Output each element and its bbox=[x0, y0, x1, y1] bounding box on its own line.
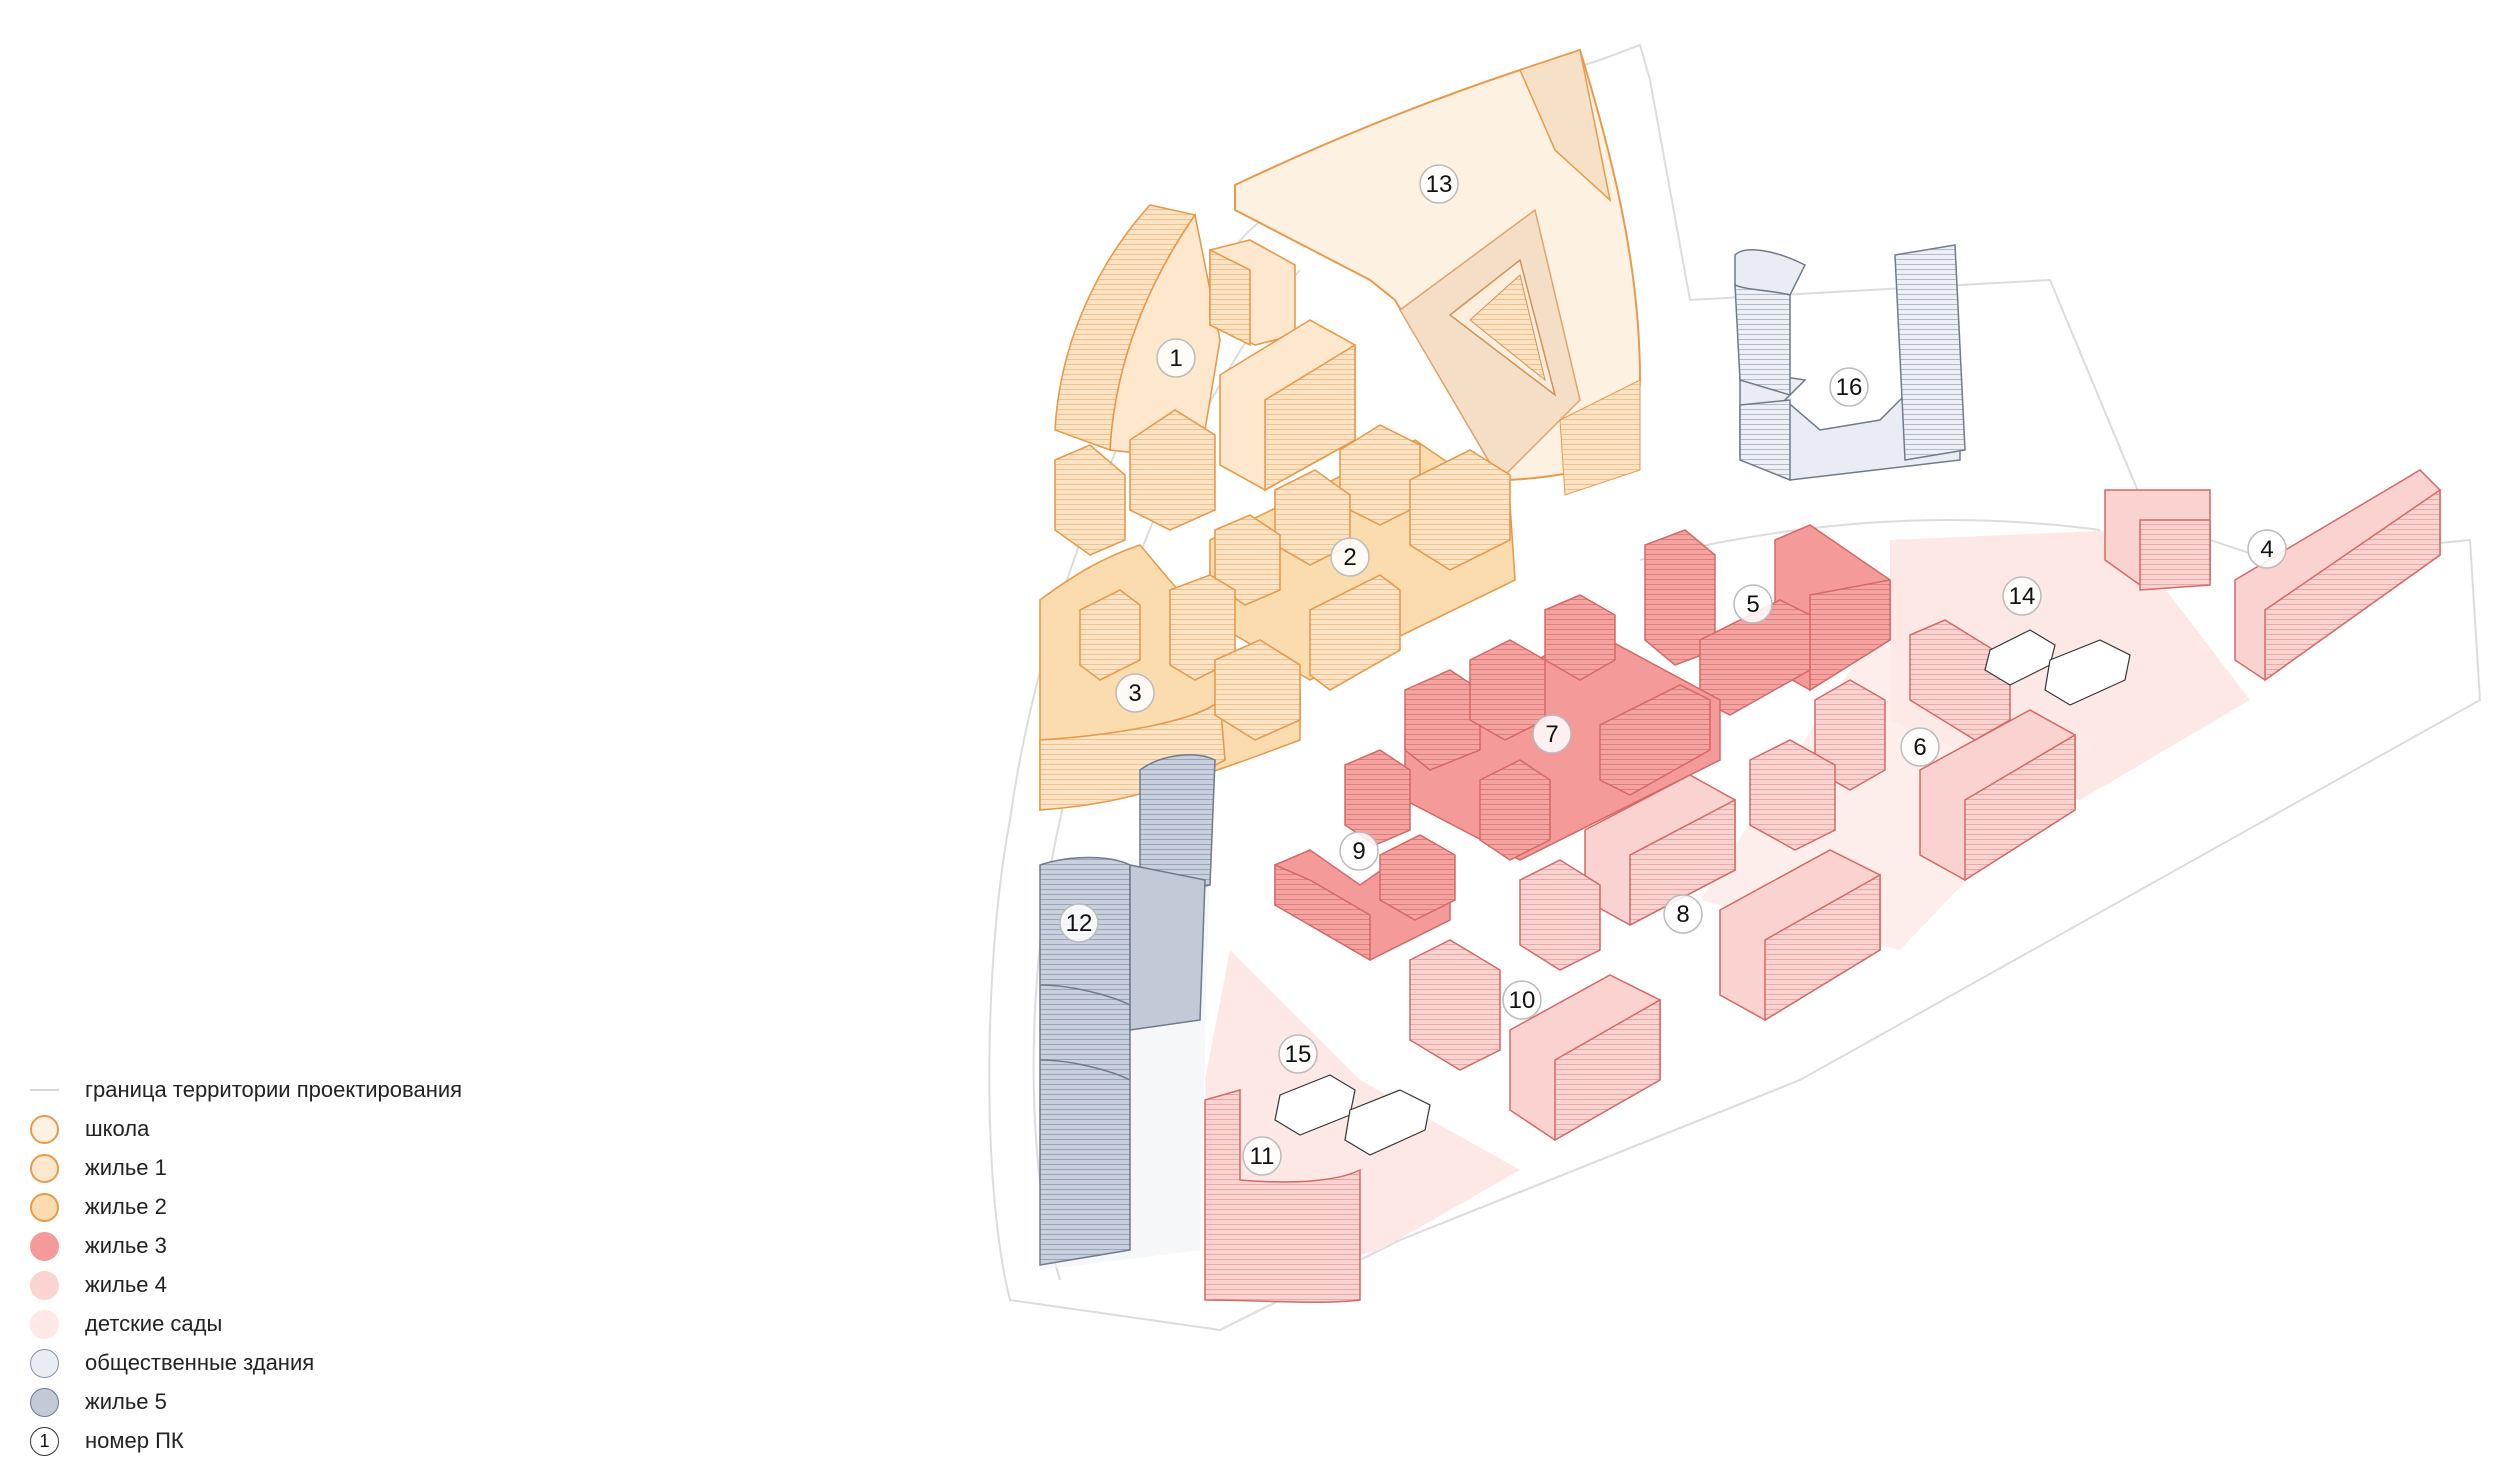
plot-marker-label: 7 bbox=[1545, 721, 1558, 748]
plot-marker-circle bbox=[1278, 1034, 1318, 1074]
legend-item-housing5: жилье 5 bbox=[30, 1384, 167, 1420]
building-5-housing bbox=[1644, 524, 1891, 716]
legend-label: жилье 1 bbox=[85, 1155, 167, 1180]
legend-swatch-housing2 bbox=[30, 1192, 59, 1222]
plot-marker-15: 15 bbox=[1278, 1034, 1318, 1074]
building-6-housing bbox=[1814, 619, 2076, 882]
plot-marker-7: 7 bbox=[1532, 714, 1572, 754]
plot-marker-label: 10 bbox=[1509, 987, 1536, 1014]
plot-marker-6: 6 bbox=[1900, 727, 1940, 767]
building-11-housing bbox=[1204, 1089, 1361, 1303]
legend-label: жилье 3 bbox=[85, 1233, 167, 1258]
plot-marker-14: 14 bbox=[2002, 576, 2042, 616]
legend-item-housing2: жилье 2 bbox=[30, 1189, 167, 1225]
building-13-school bbox=[1234, 48, 1642, 496]
legend-label: жилье 2 bbox=[85, 1194, 167, 1219]
plot-marker-12: 12 bbox=[1059, 903, 1099, 943]
plot-marker-label: 2 bbox=[1343, 544, 1356, 571]
plot-marker-label: 1 bbox=[1169, 345, 1182, 372]
building-10-housing bbox=[1409, 939, 1661, 1142]
plot-marker-13: 13 bbox=[1419, 164, 1459, 204]
plot-marker-11: 11 bbox=[1242, 1136, 1282, 1176]
plot-marker-label: 3 bbox=[1128, 680, 1141, 707]
plot-marker-9: 9 bbox=[1339, 831, 1379, 871]
legend-item-boundary: граница территории проектирования bbox=[30, 1072, 462, 1108]
plot-marker-circle bbox=[1733, 584, 1773, 624]
building-15-kindergarten bbox=[1274, 1074, 1431, 1156]
plot-marker-label: 5 bbox=[1746, 591, 1759, 618]
building-1-housing bbox=[1054, 204, 1356, 556]
plot-marker-16: 16 bbox=[1829, 367, 1869, 407]
legend-item-housing4: жилье 4 bbox=[30, 1267, 167, 1303]
building-16-public bbox=[1734, 244, 1966, 482]
legend-item-school: школа bbox=[30, 1111, 149, 1147]
legend-item-kindergarten: детские сады bbox=[30, 1306, 222, 1342]
plot-marker-label: 12 bbox=[1066, 910, 1093, 937]
legend-swatch-housing4 bbox=[30, 1270, 59, 1300]
building-12-housing bbox=[1039, 754, 1216, 1266]
plot-marker-2: 2 bbox=[1330, 537, 1370, 577]
legend: граница территории проектирования школа … bbox=[30, 1072, 590, 1462]
building-4-housing bbox=[2104, 469, 2441, 682]
legend-label: граница территории проектирования bbox=[85, 1077, 463, 1102]
legend-label: общественные здания bbox=[85, 1350, 315, 1375]
plot-marker-label: 15 bbox=[1285, 1041, 1312, 1068]
plot-marker-circle bbox=[1059, 903, 1099, 943]
plot-marker-circle bbox=[2247, 529, 2287, 569]
plot-marker-label: 14 bbox=[2009, 583, 2036, 610]
legend-label: детские сады bbox=[85, 1311, 223, 1336]
plot-marker-5: 5 bbox=[1733, 584, 1773, 624]
plot-marker-label: 16 bbox=[1836, 374, 1863, 401]
legend-label: номер ПК bbox=[85, 1428, 184, 1453]
legend-label: школа bbox=[85, 1116, 150, 1141]
legend-swatch-housing5 bbox=[30, 1387, 59, 1417]
plot-marker-circle bbox=[1532, 714, 1572, 754]
legend-swatch-housing3 bbox=[30, 1231, 59, 1261]
legend-boundary-line bbox=[30, 1089, 59, 1091]
plot-marker-label: 11 bbox=[1250, 1143, 1275, 1170]
legend-swatch-public bbox=[30, 1348, 59, 1378]
plot-marker-10: 10 bbox=[1502, 980, 1542, 1020]
legend-swatch-kindergarten bbox=[30, 1309, 59, 1339]
building-9-housing bbox=[1274, 749, 1456, 962]
building-8-housing bbox=[1519, 739, 1881, 1022]
building-14-kindergarten bbox=[1984, 629, 2131, 706]
plot-marker-circle bbox=[1663, 894, 1703, 934]
plot-marker-circle bbox=[1502, 980, 1542, 1020]
plot-marker-label: 4 bbox=[2260, 536, 2273, 563]
plot-marker-circle bbox=[1419, 164, 1459, 204]
legend-swatch-housing1 bbox=[30, 1153, 59, 1183]
plot-marker-circle bbox=[1242, 1136, 1282, 1176]
plot-marker-circle bbox=[1330, 537, 1370, 577]
legend-item-housing1: жилье 1 bbox=[30, 1150, 167, 1186]
plot-marker-1: 1 bbox=[1156, 338, 1196, 378]
plot-marker-8: 8 bbox=[1663, 894, 1703, 934]
plot-marker-circle bbox=[1156, 338, 1196, 378]
legend-marker-sample: 1 bbox=[30, 1426, 59, 1456]
plot-marker-4: 4 bbox=[2247, 529, 2287, 569]
legend-swatch-school bbox=[30, 1114, 59, 1144]
plot-marker-label: 9 bbox=[1352, 838, 1365, 865]
plot-marker-circle bbox=[1900, 727, 1940, 767]
building-3-housing bbox=[1039, 544, 1301, 811]
plot-marker-label: 6 bbox=[1913, 734, 1926, 761]
legend-item-housing3: жилье 3 bbox=[30, 1228, 167, 1264]
plot-marker-circle bbox=[1115, 673, 1155, 713]
plot-marker-circle bbox=[1339, 831, 1379, 871]
plot-marker-label: 13 bbox=[1426, 171, 1453, 198]
legend-item-marker: 1 номер ПК bbox=[30, 1423, 184, 1459]
legend-label: жилье 5 bbox=[85, 1389, 167, 1414]
legend-label: жилье 4 bbox=[85, 1272, 167, 1297]
plot-marker-circle bbox=[1829, 367, 1869, 407]
plot-marker-3: 3 bbox=[1115, 673, 1155, 713]
plot-marker-label: 8 bbox=[1676, 901, 1689, 928]
plot-marker-circle bbox=[2002, 576, 2042, 616]
legend-item-public: общественные здания bbox=[30, 1345, 314, 1381]
